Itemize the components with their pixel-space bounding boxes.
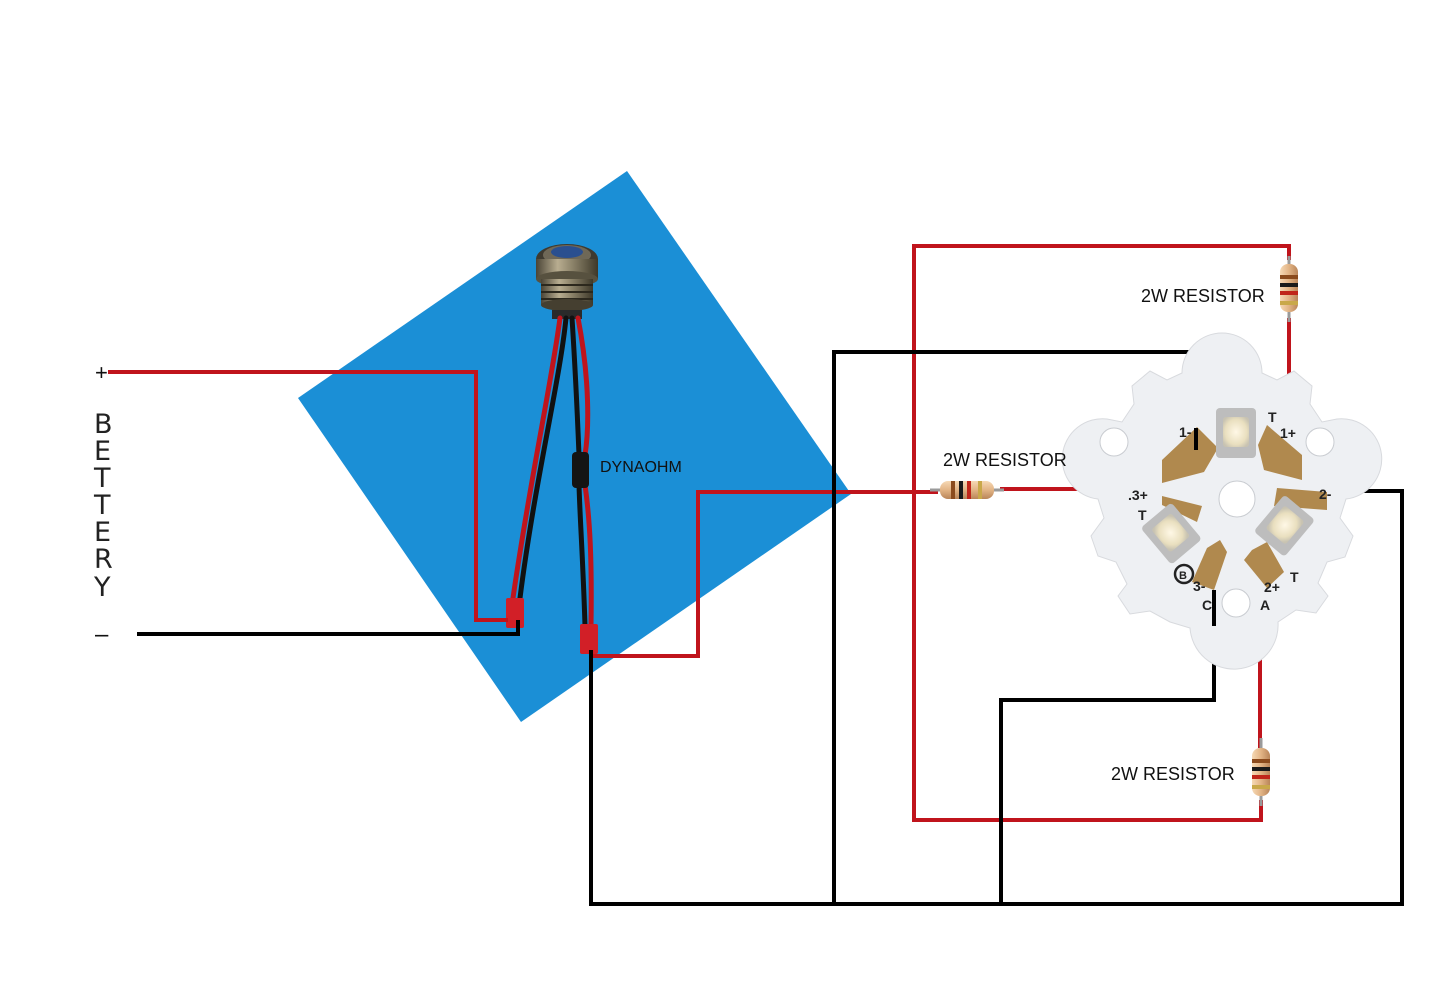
battery-wires	[108, 370, 520, 636]
battery-letter: E	[94, 436, 111, 467]
resistor-top	[1280, 256, 1298, 322]
label-resistor-top: 2W RESISTOR	[1141, 286, 1265, 306]
red-wire-switch-to-resistor	[591, 490, 938, 658]
led-star-board: 1- 1+ T .3+ T 2- 3- 2+ T C A B	[1061, 332, 1383, 670]
battery-letter: E	[94, 517, 111, 548]
pad-label-2-plus: 2+	[1264, 579, 1280, 595]
battery-letter: T	[93, 490, 111, 521]
pad-label-2-minus: 2-	[1319, 486, 1332, 502]
push-switch	[536, 244, 598, 319]
pad-b-marker	[1173, 563, 1195, 585]
pad-label-t-top: T	[1268, 409, 1277, 425]
pad-label-t-right: T	[1290, 569, 1299, 585]
pad-label-b: B	[1179, 570, 1187, 582]
connector-right	[580, 624, 598, 654]
battery-plus: +	[95, 360, 108, 385]
battery-letter: R	[94, 544, 113, 575]
pad-label-a: A	[1260, 597, 1270, 613]
battery-letter: B	[94, 409, 113, 440]
switch-leads	[510, 315, 594, 629]
battery-minus: –	[95, 621, 109, 648]
label-resistor-bottom: 2W RESISTOR	[1111, 764, 1235, 784]
resistor-bottom	[1252, 738, 1270, 806]
pad-label-3-minus: 3-	[1193, 578, 1206, 594]
pad-label-3-plus: .3+	[1128, 487, 1148, 503]
resistor-middle	[930, 481, 1004, 499]
pad-label-1-plus: 1+	[1280, 425, 1296, 441]
battery-letter: Y	[93, 572, 111, 603]
label-resistor-middle: 2W RESISTOR	[943, 450, 1067, 470]
pad-label-c: C	[1202, 597, 1212, 613]
pad-label-t-left: T	[1138, 507, 1147, 523]
led-emitters	[1142, 408, 1314, 564]
center-hole	[1218, 480, 1256, 518]
dynaohm-switch-photo	[298, 171, 851, 722]
pcb-pads	[1162, 425, 1327, 590]
label-dynaohm: DYNAOHM	[600, 459, 682, 476]
connector-left	[506, 598, 524, 628]
battery-letter: T	[93, 463, 111, 494]
battery-label: B E T T E R Y	[93, 409, 113, 603]
pad-label-1-minus: 1-	[1179, 424, 1192, 440]
blue-backdrop	[298, 171, 851, 722]
